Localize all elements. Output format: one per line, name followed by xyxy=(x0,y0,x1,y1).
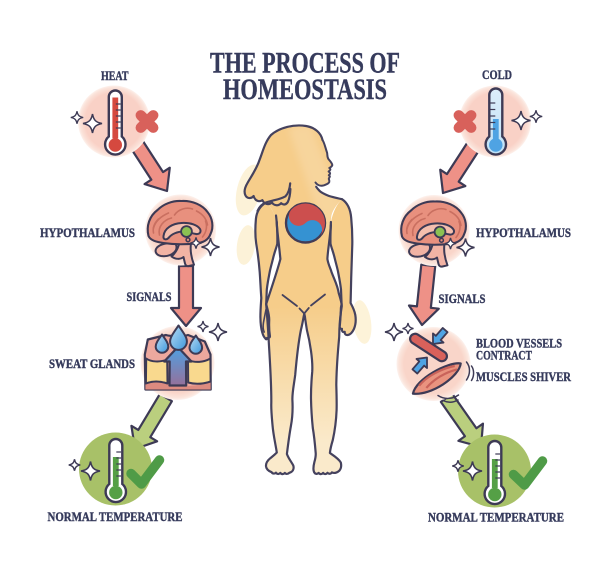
svg-text:NORMAL TEMPERATURE: NORMAL TEMPERATURE xyxy=(428,510,564,525)
svg-text:HEAT: HEAT xyxy=(101,68,129,83)
svg-text:MUSCLES SHIVER: MUSCLES SHIVER xyxy=(476,369,571,384)
svg-text:SWEAT GLANDS: SWEAT GLANDS xyxy=(49,356,135,371)
svg-text:HYPOTHALAMUS: HYPOTHALAMUS xyxy=(40,225,135,240)
svg-text:HOMEOSTASIS: HOMEOSTASIS xyxy=(223,73,387,106)
svg-text:HYPOTHALAMUS: HYPOTHALAMUS xyxy=(476,225,571,240)
svg-text:SIGNALS: SIGNALS xyxy=(127,289,172,304)
svg-text:CONTRACT: CONTRACT xyxy=(476,348,532,363)
svg-text:SIGNALS: SIGNALS xyxy=(439,291,486,306)
svg-text:COLD: COLD xyxy=(482,67,512,82)
svg-text:NORMAL TEMPERATURE: NORMAL TEMPERATURE xyxy=(48,509,183,524)
svg-text:THE PROCESS OF: THE PROCESS OF xyxy=(210,47,400,80)
svg-text:BLOOD VESSELS: BLOOD VESSELS xyxy=(476,336,562,351)
